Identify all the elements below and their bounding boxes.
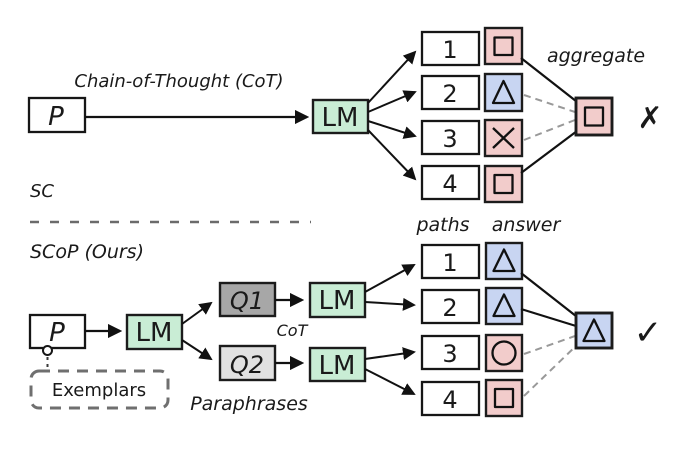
scop-agg-line-4-dashed bbox=[523, 342, 580, 397]
triangle-answer-icon bbox=[582, 318, 606, 343]
scop-path-box-1 bbox=[420, 243, 481, 280]
sc-prompt-box bbox=[27, 96, 87, 134]
scop-lm2-box bbox=[308, 281, 367, 319]
answer-label: answer bbox=[492, 214, 562, 236]
sc-final-answer-box bbox=[574, 96, 614, 137]
sc-agg-line-3-dashed bbox=[523, 119, 576, 141]
paths-label: paths bbox=[415, 214, 469, 236]
sc-answer-boxes bbox=[483, 26, 524, 204]
exemplars-box bbox=[29, 369, 170, 410]
scop-lm2-label: LM bbox=[319, 286, 356, 316]
sc-path-box-3 bbox=[420, 119, 481, 156]
sc-arrow-to-path-4 bbox=[367, 129, 417, 181]
square-answer-icon bbox=[493, 36, 514, 57]
chain-of-thought-title: Chain-of-Thought (CoT) bbox=[74, 71, 283, 92]
scop-path-3-label: 3 bbox=[442, 340, 457, 368]
scop-method-label: SCoP (Ours) bbox=[30, 241, 144, 263]
scop-agg-line-1 bbox=[520, 272, 582, 321]
sc-path-1-label: 1 bbox=[442, 36, 457, 64]
sc-method-label: SC bbox=[30, 181, 54, 202]
scop-q1-label: Q1 bbox=[230, 287, 264, 315]
sc-agg-line-4 bbox=[520, 127, 582, 174]
scop-lm-fanout-arrows bbox=[364, 264, 416, 395]
sc-prompt-label: P bbox=[48, 102, 64, 132]
sc-path-4-label: 4 bbox=[442, 170, 457, 198]
wrong-cross-icon: ✗ bbox=[637, 101, 662, 136]
scop-path-boxes: 1 2 3 4 bbox=[420, 243, 481, 417]
exemplars-label: Exemplars bbox=[52, 380, 146, 401]
sc-diagram: Chain-of-Thought (CoT) P LM 1 2 3 4 bbox=[27, 26, 663, 236]
x-answer-icon bbox=[492, 127, 515, 149]
scop-lm3-label: LM bbox=[319, 351, 356, 381]
sc-lm-box bbox=[311, 98, 370, 135]
sc-path-box-4 bbox=[420, 164, 481, 201]
scop-path-box-2 bbox=[420, 288, 481, 325]
square-answer-icon bbox=[583, 106, 605, 127]
scop-path-box-3 bbox=[420, 334, 481, 371]
sc-agg-line-2-dashed bbox=[523, 94, 576, 113]
sc-path-3-label: 3 bbox=[442, 125, 457, 153]
sc-path-box-1 bbox=[420, 30, 481, 67]
sc-lm-label: LM bbox=[322, 103, 359, 133]
sc-path-2-label: 2 bbox=[442, 80, 457, 108]
scop-path-1-label: 1 bbox=[442, 249, 457, 277]
paraphrases-label: Paraphrases bbox=[190, 393, 308, 415]
sc-agg-line-1 bbox=[520, 57, 582, 106]
triangle-answer-icon bbox=[491, 79, 516, 105]
scop-lm-to-q1-arrow bbox=[181, 301, 213, 325]
sc-path-boxes: 1 2 3 4 bbox=[420, 30, 481, 201]
scop-arrow-to-path-2 bbox=[364, 297, 416, 311]
scop-arrow-to-path-1 bbox=[364, 264, 416, 293]
sc-lm-fanout-arrows bbox=[367, 50, 417, 181]
square-answer-icon bbox=[493, 173, 514, 195]
cot-label: CoT bbox=[277, 321, 309, 340]
scop-arrow-to-path-3 bbox=[364, 347, 416, 360]
sc-arrow-to-path-1 bbox=[367, 50, 417, 104]
sc-path-box-2 bbox=[420, 74, 481, 111]
scop-lm3-box bbox=[308, 346, 367, 383]
scop-q2-box bbox=[218, 344, 277, 382]
sc-arrow-to-path-3 bbox=[367, 120, 417, 139]
aggregate-label: aggregate bbox=[547, 45, 645, 67]
sc-arrow-to-path-2 bbox=[367, 90, 417, 113]
triangle-answer-icon bbox=[492, 293, 516, 318]
scop-path-4-label: 4 bbox=[442, 386, 457, 414]
scop-agg-line-2 bbox=[520, 307, 577, 328]
triangle-answer-icon bbox=[492, 248, 516, 273]
scop-lm1-box bbox=[125, 313, 184, 351]
correct-check-icon: ✓ bbox=[634, 313, 663, 353]
sc-aggregate-lines bbox=[520, 57, 582, 174]
exemplars-port-circle bbox=[42, 345, 53, 356]
scop-lm-to-q2-arrow bbox=[181, 339, 213, 361]
scop-prompt-label: P bbox=[49, 318, 65, 348]
scop-path-2-label: 2 bbox=[442, 294, 457, 322]
scop-diagram: SCoP (Ours) P Exemplars LM Q1 Q2 CoT Par… bbox=[28, 241, 663, 418]
circle-answer-icon bbox=[491, 340, 517, 366]
scop-lm1-label: LM bbox=[136, 318, 173, 348]
scop-answer-boxes bbox=[484, 241, 524, 418]
scop-agg-line-3-dashed bbox=[523, 335, 576, 355]
square-answer-icon bbox=[493, 387, 515, 409]
scop-q2-label: Q2 bbox=[230, 351, 264, 379]
scop-arrow-to-path-4 bbox=[364, 368, 416, 395]
scop-path-box-4 bbox=[420, 380, 481, 417]
scop-aggregate-lines bbox=[520, 272, 582, 397]
